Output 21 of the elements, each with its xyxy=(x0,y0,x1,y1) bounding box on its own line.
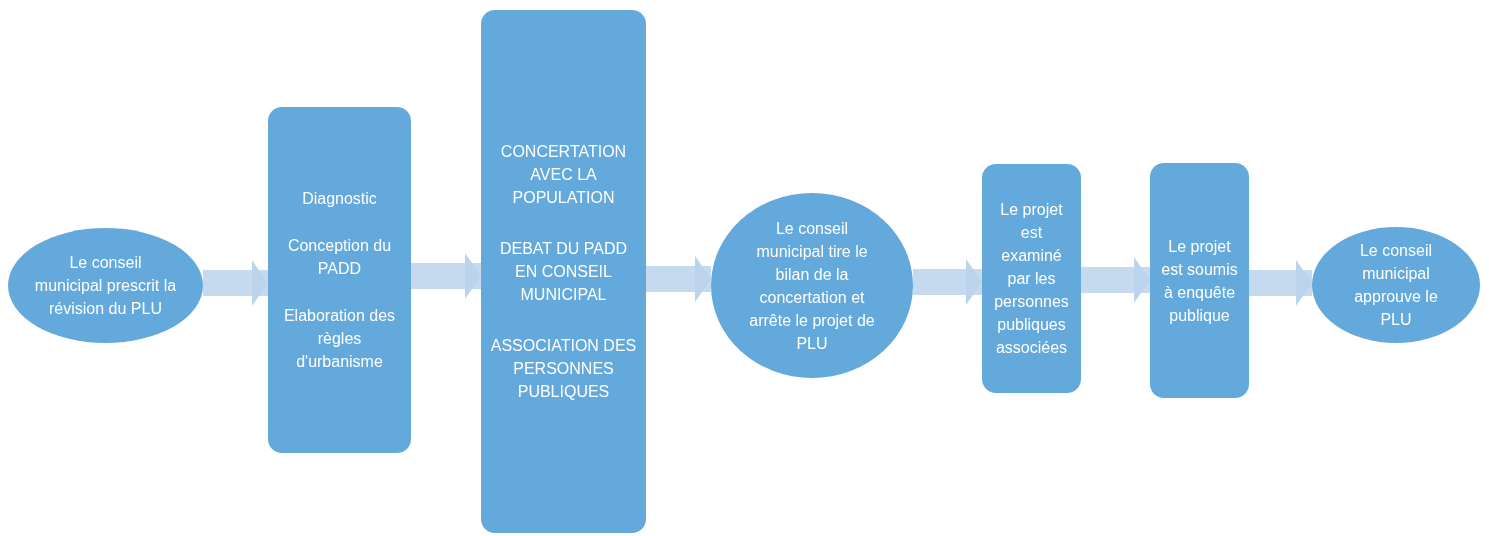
node-text: Le conseil municipal prescrit la révision du PLU xyxy=(34,253,177,319)
block-arrow xyxy=(913,259,982,305)
node-text: Conception du PADD xyxy=(286,236,393,279)
node-text: Diagnostic xyxy=(302,189,377,209)
node-text: Elaboration des règles d'urbanisme xyxy=(282,306,397,372)
block-arrow xyxy=(411,253,481,299)
node-text: CONCERTATION AVEC LA POPULATION xyxy=(499,142,628,208)
process-box xyxy=(982,164,1081,393)
node-text: Le conseil municipal tire le bilan de la concertation et arrête le projet de PLU xyxy=(748,218,876,354)
node-text: Le projet est soumis à enquête publique xyxy=(1160,236,1239,326)
block-arrow xyxy=(1081,257,1150,303)
process-box xyxy=(268,107,411,453)
block-arrow xyxy=(646,256,711,302)
node-text: DEBAT DU PADD EN CONSEIL MUNICIPAL xyxy=(498,239,629,305)
process-box xyxy=(1150,163,1249,398)
node-text: ASSOCIATION DES PERSONNES PUBLIQUES xyxy=(489,336,638,402)
block-arrow xyxy=(1249,260,1312,306)
node-text: Le conseil municipal approuve le PLU xyxy=(1353,241,1439,330)
process-box xyxy=(481,10,646,533)
node-text: Le projet est examiné par les personnes publiques associées xyxy=(993,200,1070,358)
block-arrow xyxy=(203,260,268,306)
